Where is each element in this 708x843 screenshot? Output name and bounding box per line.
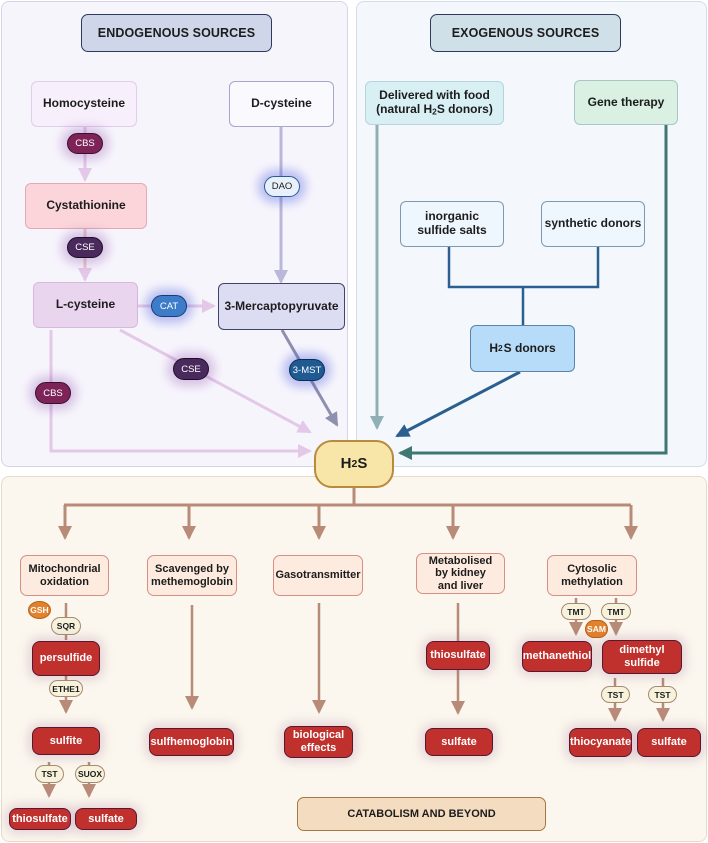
donors-post: S donors — [503, 340, 556, 355]
enzyme-ethe1: ETHE1 — [49, 680, 83, 697]
branch-cytosolic-methylation[interactable]: Cytosolic methylation — [547, 555, 637, 596]
product-dimethyl-sulfide[interactable]: dimethyl sulfide — [602, 640, 682, 674]
product-thiosulfate-mito[interactable]: thiosulfate — [9, 808, 71, 830]
enzyme-cbs-left: CBS — [35, 382, 71, 404]
product-biological-effects[interactable]: biological effects — [284, 726, 353, 758]
node-inorganic-sulfide-salts[interactable]: inorganic sulfide salts — [400, 201, 504, 247]
node-gene-therapy[interactable]: Gene therapy — [574, 80, 678, 125]
enzyme-suox: SUOX — [75, 765, 105, 783]
food-line1: Delivered with food — [379, 87, 490, 102]
enzyme-tst-cyto-2: TST — [648, 686, 677, 703]
node-l-cysteine[interactable]: L-cysteine — [33, 282, 138, 328]
node-homocysteine[interactable]: Homocysteine — [31, 81, 137, 127]
h2s-pre: H — [340, 455, 352, 473]
food-line2-pre: (natural H — [376, 101, 433, 116]
product-sulfhemoglobin[interactable]: sulfhemoglobin — [149, 728, 234, 756]
donors-pre: H — [489, 340, 498, 355]
product-sulfite[interactable]: sulfite — [32, 727, 100, 755]
node-synthetic-donors[interactable]: synthetic donors — [541, 201, 645, 247]
product-sulfate-metab[interactable]: sulfate — [425, 728, 493, 756]
branch-gasotransmitter[interactable]: Gasotransmitter — [273, 555, 363, 596]
enzyme-dao: DAO — [264, 176, 300, 197]
product-sulfate-cyto[interactable]: sulfate — [637, 728, 701, 757]
enzyme-tst-cyto-1: TST — [601, 686, 630, 703]
enzyme-cse-top: CSE — [67, 237, 103, 258]
enzyme-tst-mito: TST — [35, 765, 64, 783]
catabolism-title: CATABOLISM AND BEYOND — [297, 797, 546, 831]
branch-mitochondrial-oxidation[interactable]: Mitochondrial oxidation — [20, 555, 109, 596]
cofactor-gsh: GSH — [28, 601, 51, 619]
enzyme-tmt-1: TMT — [561, 603, 591, 620]
donors-sub: 2 — [497, 342, 503, 353]
food-line2: (natural H2S donors) — [376, 101, 493, 117]
exogenous-title: EXOGENOUS SOURCES — [430, 14, 621, 52]
product-thiosulfate-metab[interactable]: thiosulfate — [426, 641, 490, 670]
enzyme-sqr: SQR — [51, 617, 81, 635]
h2s-post: S — [357, 455, 368, 473]
product-sulfate-mito[interactable]: sulfate — [75, 808, 137, 830]
product-thiocyanate[interactable]: thiocyanate — [569, 728, 632, 757]
branch-scavenged-by-methemoglobin[interactable]: Scavenged by methemoglobin — [147, 555, 237, 596]
enzyme-cse-diagonal: CSE — [173, 358, 209, 380]
food-line2-sub: 2 — [432, 106, 437, 117]
cofactor-sam: SAM — [585, 620, 608, 638]
node-3-mercaptopyruvate[interactable]: 3-Mercaptopyruvate — [218, 283, 345, 330]
product-persulfide[interactable]: persulfide — [32, 641, 100, 676]
enzyme-3-mst: 3-MST — [289, 359, 325, 381]
node-delivered-with-food[interactable]: Delivered with food (natural H2S donors) — [365, 81, 504, 125]
h2s-sub: 2 — [351, 457, 358, 470]
branch-metabolised-by-kidney-liver[interactable]: Metabolised by kidney and liver — [416, 553, 505, 594]
enzyme-tmt-2: TMT — [601, 603, 631, 620]
food-line2-post: S donors) — [436, 101, 493, 116]
endogenous-title: ENDOGENOUS SOURCES — [81, 14, 272, 52]
node-cystathionine[interactable]: Cystathionine — [25, 183, 147, 229]
enzyme-cbs-top: CBS — [67, 133, 103, 154]
product-methanethiol[interactable]: methanethiol — [522, 641, 592, 672]
node-d-cysteine[interactable]: D-cysteine — [229, 81, 334, 127]
enzyme-cat: CAT — [151, 295, 187, 317]
